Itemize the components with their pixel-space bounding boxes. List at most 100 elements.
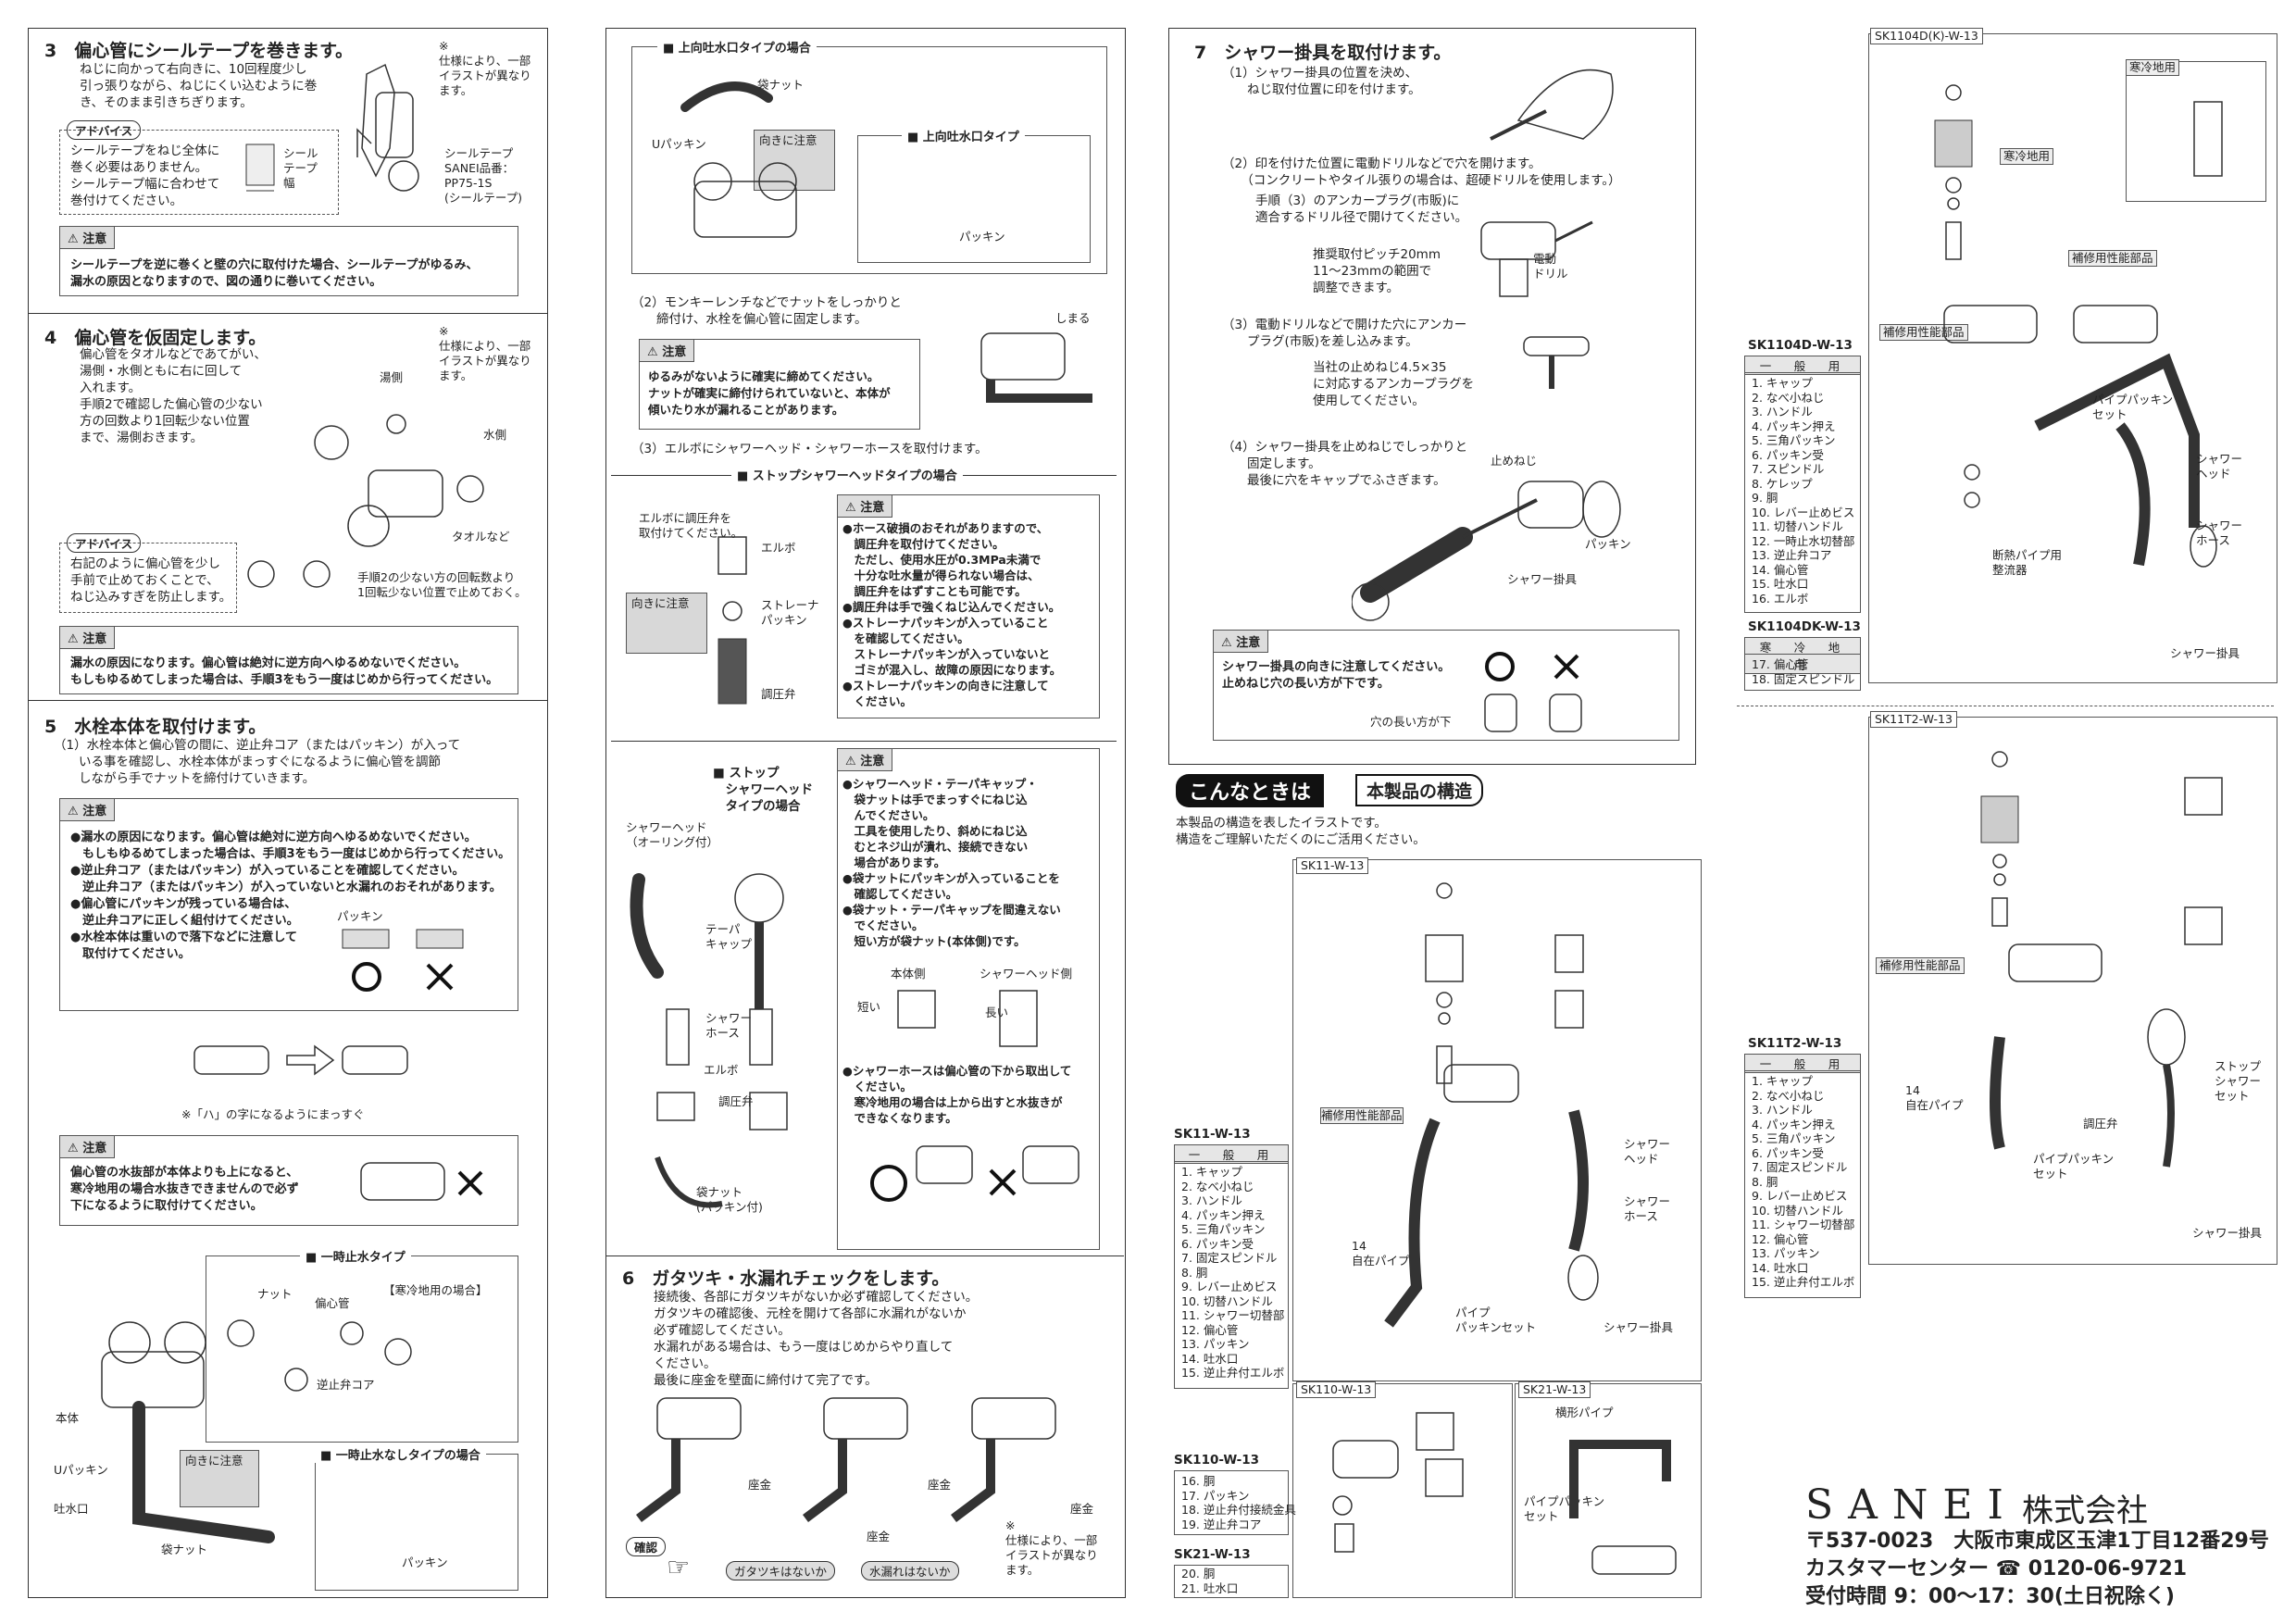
step3-note: ※ 仕様により、一部 イラストが異なり ます。 bbox=[439, 39, 531, 97]
sk110-diagram bbox=[1332, 1412, 1464, 1553]
hachi-note: ※「ハ」の字になるようにまっすぐ bbox=[181, 1107, 365, 1121]
step7-s1: （1）シャワー掛具の位置を決め、 ねじ取付位置に印を付けます。 bbox=[1222, 66, 1421, 97]
warning-icon: ⚠ bbox=[845, 501, 856, 515]
holder2-label: シャワー掛具 bbox=[2192, 1226, 2263, 1240]
warning-icon: ⚠ bbox=[647, 345, 658, 359]
direction-box bbox=[180, 1450, 259, 1507]
sk110-table-body bbox=[1174, 1470, 1289, 1535]
up-spout-case-box bbox=[631, 46, 1107, 274]
confirm-tag: 確認 bbox=[626, 1537, 667, 1556]
screwdriver-illustration bbox=[1352, 481, 1621, 621]
company-address: 〒537-0023 大阪市東成区玉津1丁目12番29号 bbox=[1805, 1530, 2269, 1553]
direction-label: 向きに注意 bbox=[759, 133, 817, 147]
step7-s2b: 手順（3）のアンカープラグ(市販)に 適合するドリル径で開けてください。 bbox=[1255, 194, 1468, 225]
col2-caution-box: ⚠ 注意 bbox=[639, 339, 920, 430]
step4-advice-box bbox=[59, 543, 237, 613]
step7-s2: （2）印を付けた位置に電動ドリルなどで穴を開けます。 （コンクリートやタイル張り… bbox=[1222, 156, 1621, 188]
holder2-label: シャワー掛具 bbox=[1603, 1320, 1674, 1334]
sk110-parts-list: 16. 胴 17. パッキン 18. 逆止弁付接続金具 19. 逆止弁コア bbox=[1181, 1474, 1296, 1531]
shower-hose-label: シャワー ホース bbox=[2196, 518, 2243, 547]
step7-caution-text: シャワー掛具の向きに注意してください。 止めねじ穴の長い方が下です。 bbox=[1222, 660, 1451, 691]
spout-label: 吐水口 bbox=[54, 1502, 89, 1516]
divider-2 bbox=[605, 1255, 1124, 1256]
anchor-illustration bbox=[1523, 336, 1590, 389]
shower-assembly-illustration bbox=[630, 873, 788, 1208]
step7-caution-box: ⚠ 注意 bbox=[1213, 630, 1679, 741]
step3-caution-text: シールテープを逆に巻くと壁の穴に取付けた場合、シールテープがゆるみ、 漏水の原因… bbox=[70, 258, 479, 289]
pipe-packing-label: パイプパッキン セット bbox=[2092, 393, 2174, 421]
shower-hose-label: シャワー ホース bbox=[1624, 1194, 1671, 1223]
sk1104dk-table-title: SK1104DK-W-13 bbox=[1748, 619, 1861, 634]
divider-1 bbox=[611, 741, 1117, 742]
pipe-packing2-label: パイプパッキン セット bbox=[1524, 1494, 1605, 1523]
holder-label: シャワー掛具 bbox=[2170, 646, 2240, 660]
hand-pointer-icon: ☞ bbox=[667, 1552, 691, 1582]
check-leak-tag: 水漏れはないか bbox=[861, 1561, 959, 1580]
step5-caution2-text: 偏心管の水抜部が本体よりも上になると、 寒冷地用の場合水抜きできませんので必ず … bbox=[70, 1166, 299, 1213]
seal-tape-illustration bbox=[356, 63, 419, 192]
col2-caution3-text: ●シャワーヘッド・テーパキャップ・ 袋ナットは手でまっすぐにねじ込 んでください… bbox=[842, 777, 1061, 948]
drain-ng-illustration bbox=[360, 1162, 483, 1201]
up-spout-type-title: ■ 上向吐水口タイプ bbox=[902, 127, 1025, 144]
service-hours: 受付時間 9：00～17：30(土日祝除く) bbox=[1805, 1585, 2175, 1608]
stop-head-type2: ■ ストップ シャワーヘッド タイプの場合 bbox=[713, 766, 813, 814]
step7-pitch: 推奨取付ピッチ20mm 11～23mmの範囲で 調整できます。 bbox=[1313, 247, 1441, 295]
sk21-parts-list: 20. 胴 21. 吐水口 bbox=[1181, 1567, 1239, 1595]
step6-title: 6 ガタツキ・水漏れチェックをします。 bbox=[622, 1268, 950, 1289]
regulator-label: 調圧弁 bbox=[2083, 1117, 2118, 1131]
step4-advice-text: 右記のように偏心管を少し 手前で止めておくことで、 ねじ込みすぎを防止します。 bbox=[70, 556, 232, 605]
step3-product: シールテープ SANEI品番： PP75-1S (シールテープ) bbox=[444, 146, 523, 205]
sk110-box-label: SK110-W-13 bbox=[1296, 1381, 1377, 1398]
step4-body: 偏心管をタオルなどであてがい、 湯側・水側ともに右に回して 入れます。 手順2で… bbox=[80, 347, 267, 445]
step-2-text: （2）モンキーレンチなどでナットをしっかりと 締付け、水栓を偏心管に固定します。 bbox=[631, 295, 902, 327]
sk1104-parts-list: 1. キャップ 2. なべ小ねじ 3. ハンドル 4. パッキン押え 5. 三角… bbox=[1752, 376, 1855, 606]
pipe-packing2-label: パイプパッキン セット bbox=[2033, 1152, 2115, 1181]
faucet-alignment-illustration bbox=[193, 1044, 408, 1076]
check-shake-tag: ガタツキはないか bbox=[726, 1561, 836, 1580]
packing-label: パッキン bbox=[959, 230, 1005, 244]
hose-ok-ng-illustration bbox=[870, 1145, 1079, 1202]
sk11t2-table-title: SK11T2-W-13 bbox=[1748, 1036, 1842, 1051]
caution-header: ⚠ 注意 bbox=[60, 1136, 116, 1158]
check-faucets-illustration bbox=[636, 1397, 1056, 1522]
warning-icon: ⚠ bbox=[68, 232, 79, 246]
taper-cap-label: テーパ キャップ bbox=[705, 922, 753, 951]
step7-s3b: 当社の止めねじ4.5×35 に対応するアンカープラグを 使用してください。 bbox=[1313, 360, 1475, 408]
direction-box bbox=[754, 130, 835, 191]
washer-label-3: 座金 bbox=[1070, 1502, 1094, 1516]
warning-icon: ⚠ bbox=[68, 1142, 79, 1156]
short-label: 短い bbox=[857, 1000, 881, 1014]
structure-banner: 本製品の構造 bbox=[1355, 774, 1484, 806]
step-3-text: （3）エルボにシャワーヘッド・シャワーホースを取付けます。 bbox=[631, 442, 988, 456]
col2-caution4-text: ●シャワーホースは偏心管の下から取出して ください。 寒冷地用の場合は上から出す… bbox=[842, 1064, 1072, 1125]
direction-label: 向きに注意 bbox=[185, 1454, 243, 1468]
stop-type-faucet-illustration bbox=[101, 1319, 412, 1543]
regulator2-label: 調圧弁 bbox=[718, 1094, 754, 1108]
sk1104dk-table-header: 寒 冷 地 用 bbox=[1744, 637, 1861, 674]
up-spout-faucet-illustration bbox=[680, 81, 797, 238]
sk11t2-table-header: 一 般 用 bbox=[1744, 1054, 1861, 1073]
sk21-diagram-box bbox=[1515, 1383, 1702, 1598]
step5-caution-box: ⚠ 注意 bbox=[59, 798, 518, 1011]
sk11t2-exploded-diagram bbox=[1980, 751, 2223, 1168]
eccentric-pipe-illustration bbox=[314, 414, 484, 547]
direction-label-2: 向きに注意 bbox=[631, 596, 690, 610]
step3-title: 3 偏心管にシールテープを巻きます。 bbox=[44, 41, 354, 61]
horizontal-pipe-label: 横形パイプ bbox=[1555, 1405, 1614, 1419]
shower-head-label: シャワー ヘッド bbox=[2196, 452, 2243, 481]
caution-header: ⚠ 注意 bbox=[60, 627, 116, 649]
stop-head-label: ストップ シャワー セット bbox=[2215, 1059, 2262, 1103]
step3-advice-text: シールテープをねじ全体に 巻く必要はありません。 シールテープ幅に合わせて 巻付… bbox=[70, 144, 220, 208]
company-logo: SANEI bbox=[1805, 1481, 2018, 1529]
step4-caution-text: 漏水の原因になります。偏心管は絶対に逆方向へゆるめないでください。 もしもゆるめ… bbox=[70, 656, 499, 687]
sk11-parts-list: 1. キャップ 2. なべ小ねじ 3. ハンドル 4. パッキン押え 5. 三角… bbox=[1181, 1165, 1285, 1380]
pipe-packing-label: パイプ パッキンセット bbox=[1455, 1305, 1537, 1334]
customer-center: カスタマーセンター ☎ 0120-06-9721 bbox=[1805, 1557, 2188, 1580]
stop-type-title: ■ 一時止水タイプ bbox=[300, 1247, 411, 1265]
caution-header: ⚠ 注意 bbox=[1214, 631, 1269, 653]
sk1104dk-table-body bbox=[1744, 654, 1861, 691]
free-pipe-label: 14 自在パイプ bbox=[1352, 1239, 1410, 1268]
drill-illustration bbox=[1480, 220, 1593, 297]
sk1104-box-label: SK1104D(K)-W-13 bbox=[1870, 28, 1983, 44]
shower-head-label: シャワー ヘッド bbox=[1624, 1137, 1671, 1166]
